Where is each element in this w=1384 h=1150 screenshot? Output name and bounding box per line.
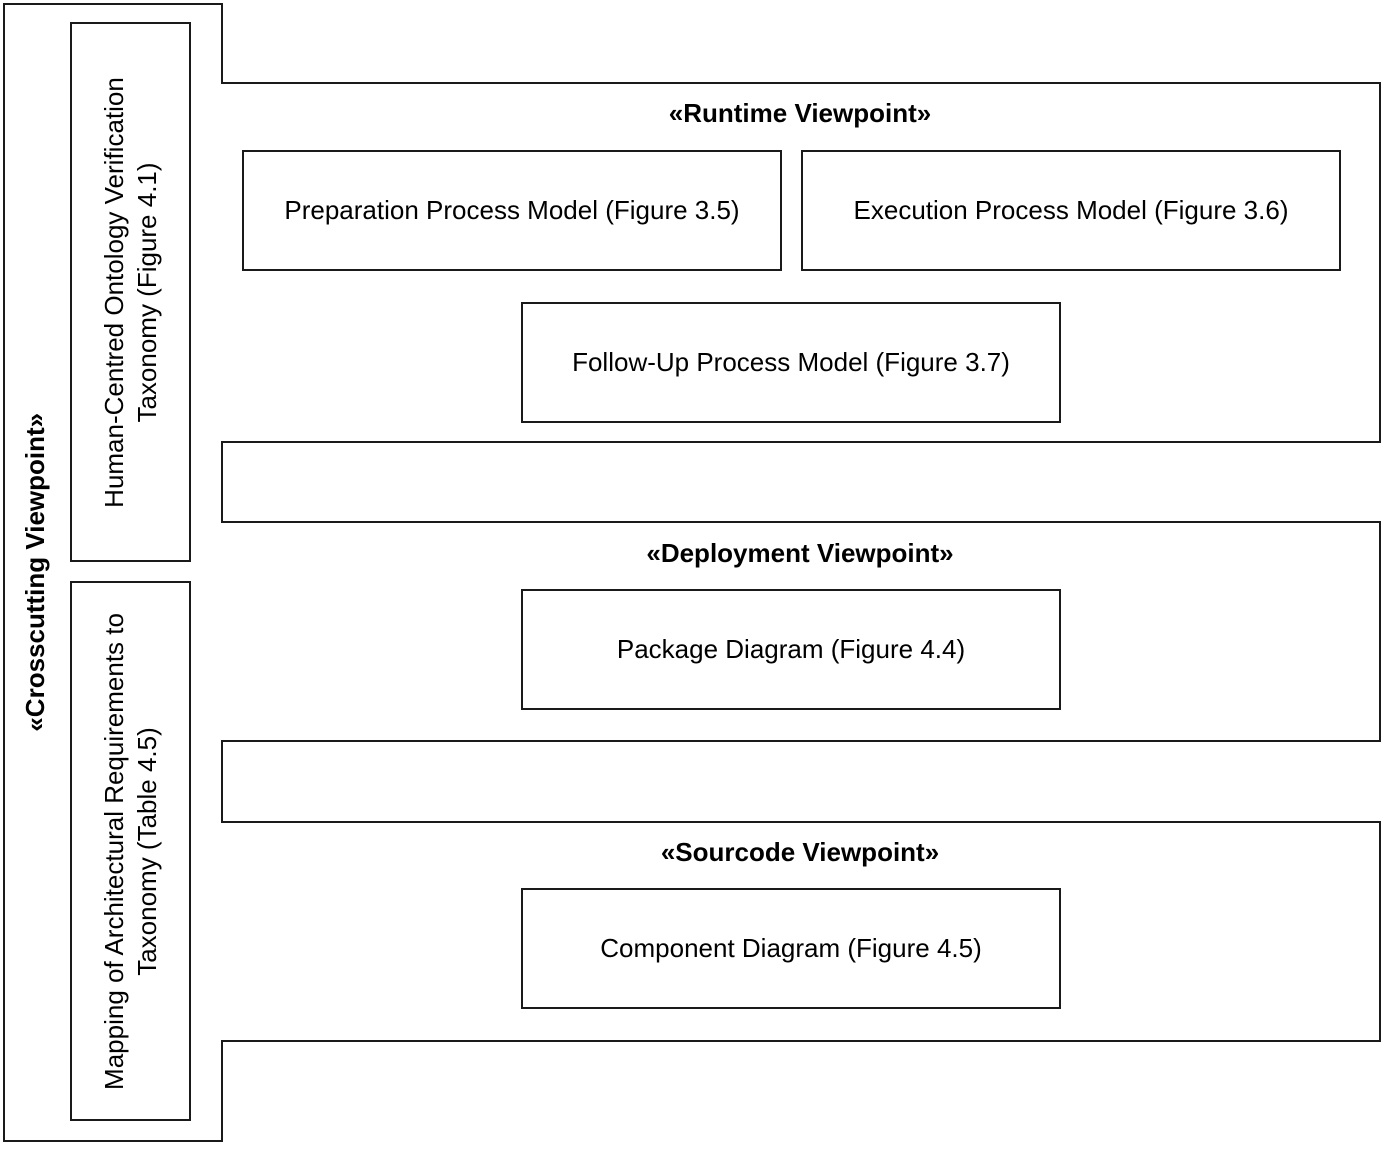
execution-process-model-label: Execution Process Model (Figure 3.6) xyxy=(853,195,1289,226)
mapping-box-label-wrap: Mapping of Architectural Requirements to… xyxy=(70,581,191,1121)
crosscutting-viewpoint-title: «Crosscutting Viewpoint» xyxy=(19,413,50,732)
mapping-box-line2: Taxonomy (Table 4.5) xyxy=(131,726,162,976)
component-diagram: Component Diagram (Figure 4.5) xyxy=(521,888,1061,1009)
taxonomy-box-line2: Taxonomy (Figure 4.1) xyxy=(131,161,162,423)
taxonomy-box-label: Human-Centred Ontology Verification Taxo… xyxy=(98,77,163,508)
preparation-process-model: Preparation Process Model (Figure 3.5) xyxy=(242,150,782,271)
runtime-viewpoint-title: «Runtime Viewpoint» xyxy=(668,98,932,128)
deployment-viewpoint-title: «Deployment Viewpoint» xyxy=(646,538,954,568)
taxonomy-box-line1: Human-Centred Ontology Verification xyxy=(99,76,130,508)
crosscutting-viewpoint-title-wrap: «Crosscutting Viewpoint» xyxy=(5,3,65,1142)
taxonomy-box-label-wrap: Human-Centred Ontology Verification Taxo… xyxy=(70,22,191,562)
mapping-box-label: Mapping of Architectural Requirements to… xyxy=(98,613,163,1090)
mapping-box xyxy=(70,581,191,1121)
follow-up-process-model-label: Follow-Up Process Model (Figure 3.7) xyxy=(572,347,1010,378)
execution-process-model: Execution Process Model (Figure 3.6) xyxy=(801,150,1341,271)
package-diagram-label: Package Diagram (Figure 4.4) xyxy=(616,634,966,665)
package-diagram: Package Diagram (Figure 4.4) xyxy=(521,589,1061,710)
taxonomy-box xyxy=(70,22,191,562)
preparation-process-model-label: Preparation Process Model (Figure 3.5) xyxy=(284,195,740,226)
component-diagram-label: Component Diagram (Figure 4.5) xyxy=(600,933,982,964)
follow-up-process-model: Follow-Up Process Model (Figure 3.7) xyxy=(521,302,1061,423)
sourcecode-viewpoint-title: «Sourcode Viewpoint» xyxy=(660,837,940,867)
mapping-box-line1: Mapping of Architectural Requirements to xyxy=(99,612,130,1090)
